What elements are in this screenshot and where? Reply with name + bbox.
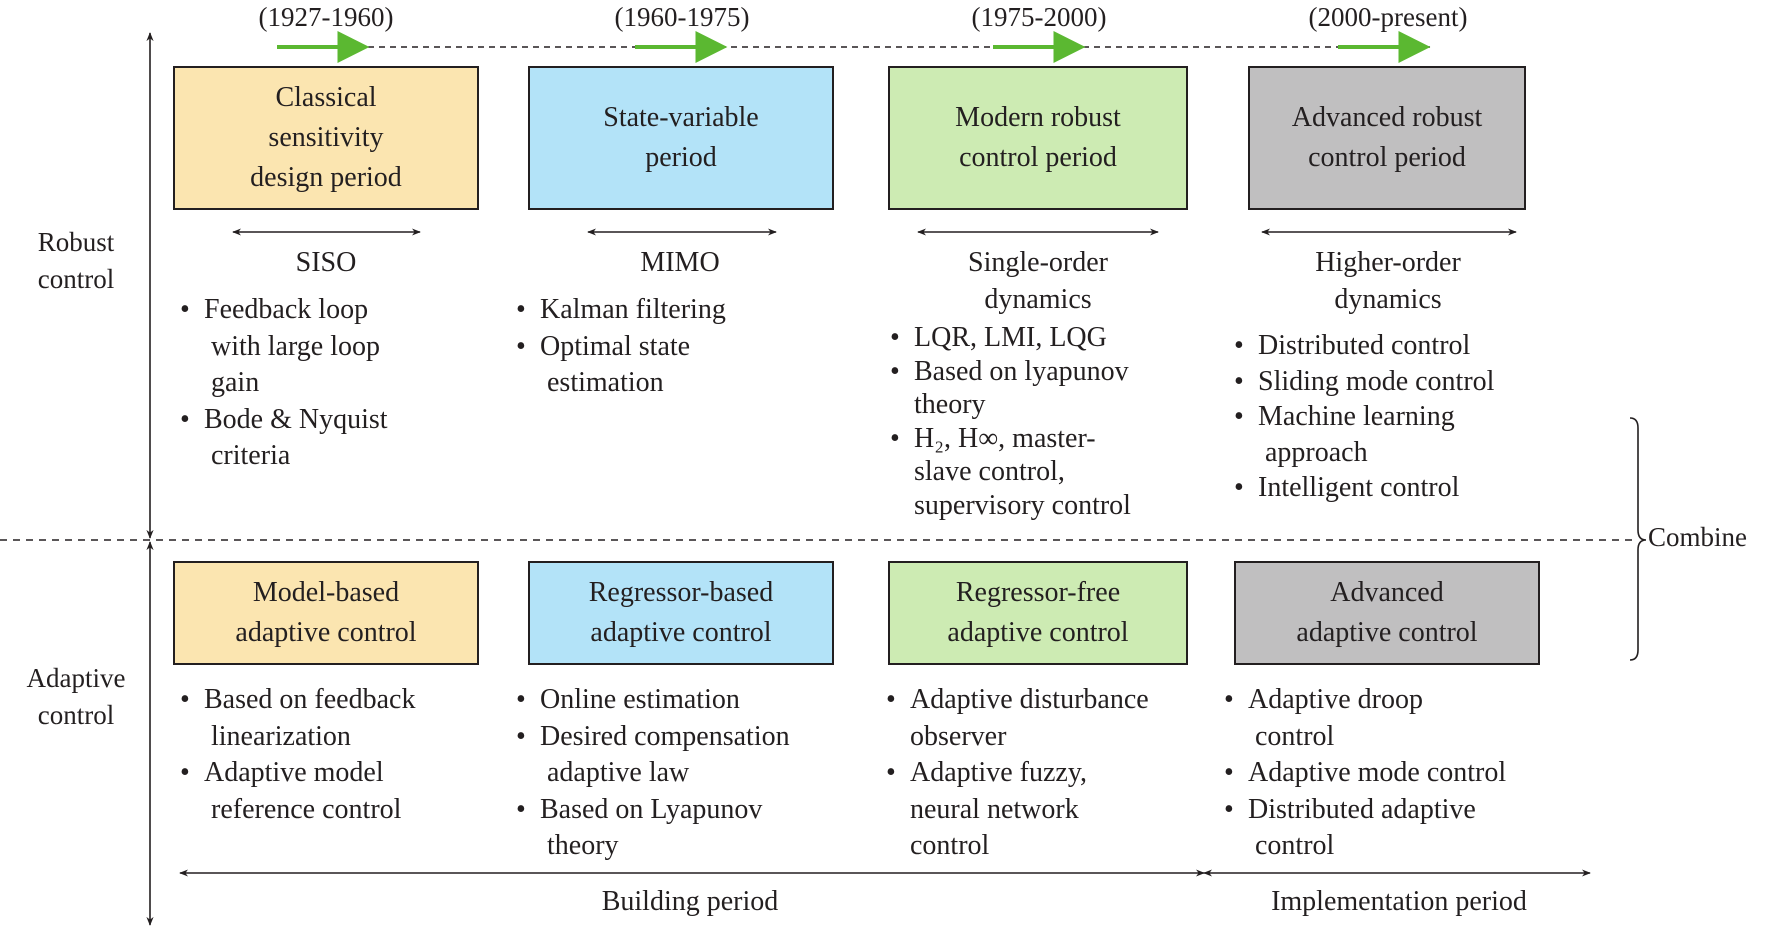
implementation-period-label: Implementation period	[1271, 886, 1527, 917]
advanced-adaptive-bullets: Adaptive droop control Adaptive mode con…	[1222, 682, 1506, 865]
list-item: Adaptive mode control	[1222, 755, 1506, 792]
model-based-bullets: Based on feedback linearization Adaptive…	[178, 682, 415, 828]
regressor-based-box: Regressor-based adaptive control	[528, 561, 834, 665]
mimo-label: MIMO	[640, 247, 720, 278]
advanced-robust-bullets: Distributed control Sliding mode control…	[1232, 328, 1494, 506]
single-order-label: Single-order dynamics	[968, 247, 1108, 315]
regressor-based-bullets: Online estimation Desired compensation a…	[514, 682, 790, 865]
advanced-adaptive-box: Advanced adaptive control	[1234, 561, 1540, 665]
list-item: Bode & Nyquist criteria	[178, 402, 388, 475]
list-item: Adaptive disturbance observer	[884, 682, 1149, 755]
state-variable-bullets: Kalman filtering Optimal state estimatio…	[514, 292, 726, 402]
classical-sensitivity-box: Classical sensitivity design period	[173, 66, 479, 210]
list-item: Based on lyapunov theory	[888, 355, 1131, 422]
siso-label: SISO	[295, 247, 357, 278]
adaptive-control-label: Adaptive control	[26, 663, 126, 730]
combine-bracket	[1629, 417, 1647, 661]
model-based-box: Model-based adaptive control	[173, 561, 479, 665]
list-item: Distributed adaptive control	[1222, 792, 1506, 865]
period-label: (1927-1960)	[258, 2, 394, 32]
list-item: Adaptive droop control	[1222, 682, 1506, 755]
list-item: Machine learning approach	[1232, 399, 1494, 470]
advanced-robust-box: Advanced robust control period	[1248, 66, 1526, 210]
list-item: LQR, LMI, LQG	[888, 321, 1131, 355]
list-item: Sliding mode control	[1232, 364, 1494, 400]
period-label: (1960-1975)	[614, 2, 750, 32]
list-item: Feedback loop with large loop gain	[178, 292, 388, 402]
modern-robust-bullets: LQR, LMI, LQG Based on lyapunov theory H…	[888, 321, 1131, 522]
list-item: Desired compensation adaptive law	[514, 719, 790, 792]
list-item: Kalman filtering	[514, 292, 726, 329]
combine-label: Combine	[1648, 522, 1747, 552]
list-item: Intelligent control	[1232, 470, 1494, 506]
list-item: Online estimation	[514, 682, 790, 719]
robust-control-label: Robust control	[37, 227, 115, 294]
list-item: Adaptive model reference control	[178, 755, 415, 828]
list-item: Based on Lyapunov theory	[514, 792, 790, 865]
period-label: (1975-2000)	[971, 2, 1107, 32]
regressor-free-box: Regressor-free adaptive control	[888, 561, 1188, 665]
list-item: H₂, H∞, master- slave control, superviso…	[888, 422, 1131, 523]
classical-bullets: Feedback loop with large loop gain Bode …	[178, 292, 388, 475]
list-item: Based on feedback linearization	[178, 682, 415, 755]
modern-robust-box: Modern robust control period	[888, 66, 1188, 210]
list-item: Optimal state estimation	[514, 329, 726, 402]
list-item: Adaptive fuzzy, neural network control	[884, 755, 1149, 865]
higher-order-label: Higher-order dynamics	[1315, 247, 1461, 315]
building-period-label: Building period	[601, 886, 779, 917]
state-variable-box: State-variable period	[528, 66, 834, 210]
period-label: (2000-present)	[1308, 2, 1468, 32]
regressor-free-bullets: Adaptive disturbance observer Adaptive f…	[884, 682, 1149, 865]
list-item: Distributed control	[1232, 328, 1494, 364]
